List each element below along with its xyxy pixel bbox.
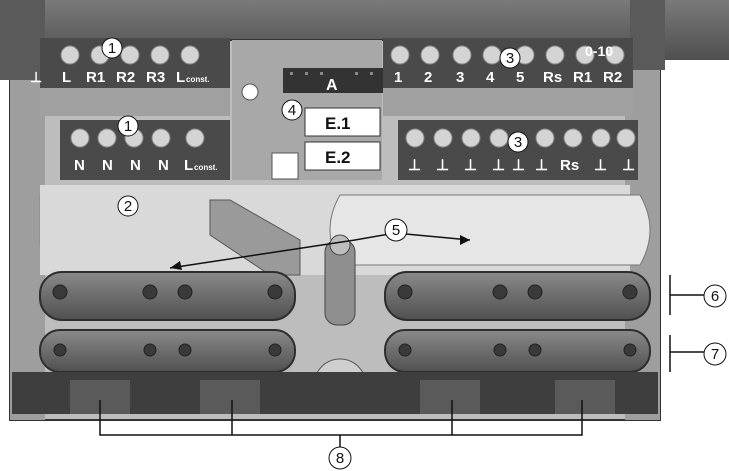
strain-relief-clamps-lower [39, 329, 651, 373]
svg-text:3: 3 [506, 50, 514, 67]
terminal-block-mid-left [60, 120, 230, 180]
svg-text:1: 1 [108, 40, 116, 57]
svg-text:8: 8 [336, 450, 344, 467]
svg-text:5: 5 [392, 222, 400, 239]
svg-text:1: 1 [124, 118, 132, 135]
svg-text:2: 2 [124, 198, 132, 215]
ground-label: ⊥ [408, 157, 421, 174]
terminal-label: Rs [543, 69, 562, 86]
terminal-label: N [130, 157, 141, 174]
terminal-sublabel: const. [194, 163, 218, 172]
terminal-label: 4 [486, 69, 495, 86]
callout-1a: 1 [101, 37, 123, 59]
terminal-label: R2 [116, 69, 135, 86]
callout-1b: 1 [117, 115, 139, 137]
terminal-label: N [102, 157, 113, 174]
terminal-label: R1 [573, 69, 592, 86]
callout-lines [99, 232, 705, 450]
callout-5: 5 [384, 218, 408, 242]
callout-7: 7 [703, 342, 727, 366]
ground-label: ⊥ [622, 157, 635, 174]
cable-entry-area [40, 185, 651, 412]
terminal-label: 2 [424, 69, 432, 86]
terminal-label: N [74, 157, 85, 174]
terminal-block-top-left [40, 38, 230, 116]
callout-3b: 3 [507, 131, 529, 153]
terminal-label: R1 [86, 69, 105, 86]
dip-switch-label: A [326, 77, 338, 94]
svg-text:4: 4 [288, 102, 296, 119]
terminal-sublabel: const. [186, 75, 210, 84]
callout-8: 8 [328, 446, 352, 470]
range-label: 0-10 [585, 43, 613, 59]
ground-label: ⊥ [535, 157, 548, 174]
display-label-e1: E.1 [325, 114, 351, 133]
terminal-label: L [184, 157, 193, 174]
terminal-label: R3 [146, 69, 165, 86]
center-panel [232, 40, 383, 180]
svg-text:6: 6 [711, 288, 719, 305]
ground-label: ⊥ [512, 157, 525, 174]
ground-label: ⊥ [436, 157, 449, 174]
callout-6: 6 [703, 284, 727, 308]
ground-label: ⊥ [492, 157, 505, 174]
terminal-label: L [176, 69, 185, 86]
terminal-label: L [62, 69, 71, 86]
ground-label: ⊥ [594, 157, 607, 174]
ground-terminal-label: ⊥ [30, 69, 42, 85]
terminal-label: Rs [560, 157, 579, 174]
strain-relief-clamps-upper [39, 271, 651, 321]
cable-slots [12, 372, 658, 414]
display-label-e2: E.2 [325, 148, 351, 167]
callout-arrowhead [170, 261, 182, 270]
terminal-label: 5 [516, 69, 524, 86]
svg-text:7: 7 [711, 346, 719, 363]
terminal-block-mid-right [398, 120, 638, 180]
svg-text:3: 3 [514, 134, 522, 151]
terminal-label: 1 [394, 69, 402, 86]
callout-2: 2 [117, 195, 139, 217]
terminal-label: N [158, 157, 169, 174]
terminal-label: 3 [456, 69, 464, 86]
callout-3a: 3 [499, 47, 521, 69]
ground-label: ⊥ [464, 157, 477, 174]
terminal-label: R2 [603, 69, 622, 86]
callout-4: 4 [281, 99, 303, 121]
callout-arrowhead [460, 235, 470, 245]
